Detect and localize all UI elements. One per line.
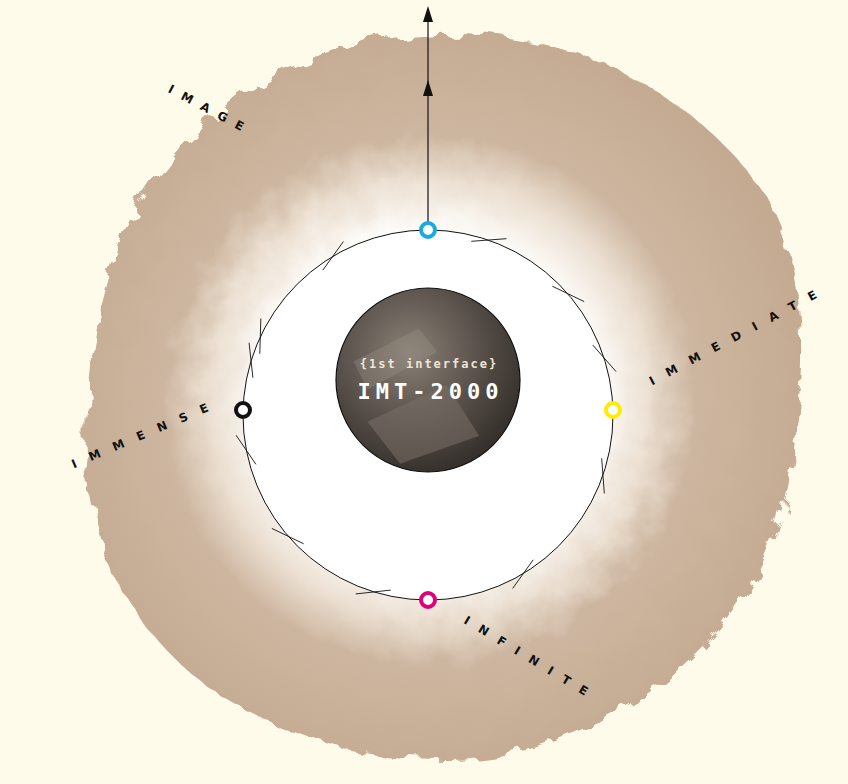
axis-word: IMMEDIATE <box>634 281 831 395</box>
tick-mark <box>471 239 506 242</box>
tick-mark <box>323 242 344 271</box>
tick-mark <box>593 345 616 372</box>
tick-mark <box>260 319 261 354</box>
subtitle-text: {1st interface} <box>358 357 498 371</box>
tick-mark <box>249 343 253 378</box>
axis-word: INFINITE <box>451 607 601 705</box>
up-arrow <box>423 6 433 224</box>
tick-mark <box>602 458 605 493</box>
tick-mark <box>272 528 304 543</box>
tick-marks <box>236 239 616 594</box>
tick-mark <box>513 560 534 589</box>
colour-dots <box>236 223 620 607</box>
tick-mark <box>356 590 391 594</box>
ring-circle <box>243 230 613 600</box>
axis-word: IMMENSE <box>57 395 224 476</box>
tick-mark <box>552 286 584 301</box>
tick-mark <box>236 435 256 464</box>
title-text: IMT-2000 <box>353 379 504 404</box>
brush-blob <box>87 33 801 760</box>
photo-circle: {1st interface} IMT-2000 <box>335 287 521 473</box>
axis-word: IMAGE <box>157 77 255 138</box>
